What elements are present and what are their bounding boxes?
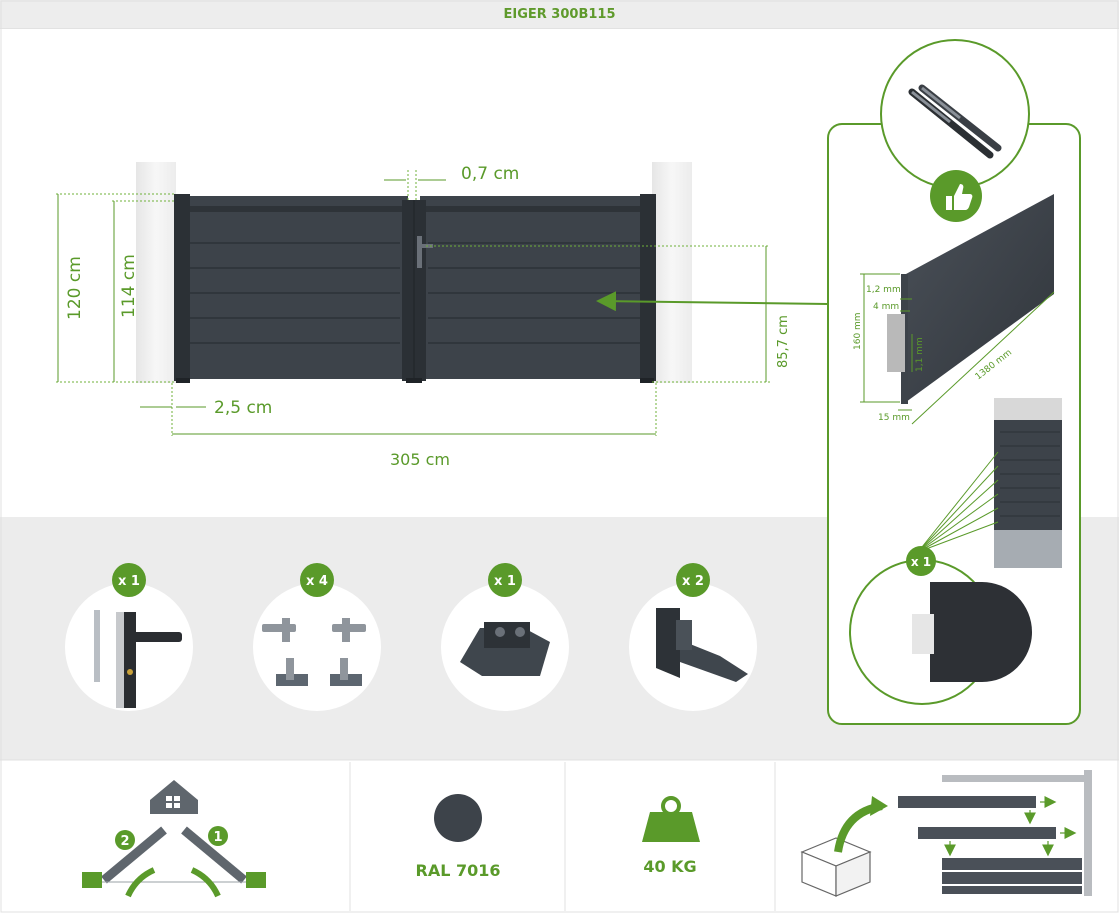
dim-center-gap: 0,7 cm <box>461 164 519 184</box>
gate-drawing <box>136 162 692 383</box>
dim-height-leaf: 114 cm <box>119 254 139 318</box>
gate-leaf-left <box>176 196 408 379</box>
color-swatch <box>434 794 482 842</box>
leaf-holder-icon <box>656 608 748 682</box>
weight-value: 40 KG <box>643 857 696 876</box>
accessory-handle: x 1 <box>65 563 193 711</box>
dim-height-total: 120 cm <box>65 256 85 320</box>
accessory-qty-4: x 2 <box>682 574 704 589</box>
color-spec: RAL 7016 <box>416 794 501 880</box>
profile-wall: 1,1 mm <box>915 337 925 372</box>
accessory-hinges: x 4 <box>253 563 381 711</box>
profile-height: 160 mm <box>853 312 863 350</box>
dim-pillar-gap: 2,5 cm <box>214 398 272 418</box>
profile-depth: 15 mm <box>878 413 910 423</box>
profile-board <box>906 194 1054 402</box>
handle-lock-icon <box>94 610 182 708</box>
profile-arrow <box>596 291 829 312</box>
opening-step-2: 2 <box>120 834 129 849</box>
color-name: RAL 7016 <box>416 861 501 880</box>
profile-thickness-top: 1,2 mm <box>866 285 901 295</box>
accessory-stop: x 1 <box>441 563 569 711</box>
profile-quantity-label: x 1 <box>911 555 931 569</box>
motor-arms-icon <box>908 84 1002 159</box>
panel-stack-icon <box>994 398 1062 568</box>
hinge-icon <box>262 618 366 686</box>
box-assembly-icon <box>800 770 1092 897</box>
gate-stop-icon <box>460 622 550 676</box>
profile-tongue: 4 mm <box>873 302 899 312</box>
weight-icon <box>642 812 700 842</box>
accessory-holder: x 2 <box>629 563 757 711</box>
right-pillar <box>652 162 692 383</box>
opening-step-1: 1 <box>213 830 222 845</box>
accessory-qty-1: x 1 <box>118 574 140 589</box>
gate-leaf-right <box>420 196 656 379</box>
accessory-qty-3: x 1 <box>494 574 516 589</box>
weight-spec: 40 KG <box>642 796 700 876</box>
accessory-qty-2: x 4 <box>306 574 328 589</box>
gate-handle <box>417 236 422 268</box>
opening-diagram: 2 1 <box>82 780 266 898</box>
page-title: EIGER 300B115 <box>0 0 1119 29</box>
dim-width: 305 cm <box>390 450 450 469</box>
profile-quantity-badge <box>906 546 936 576</box>
dim-handle-height: 85,7 cm <box>776 315 791 368</box>
house-icon <box>150 780 198 814</box>
left-pillar <box>136 162 176 383</box>
